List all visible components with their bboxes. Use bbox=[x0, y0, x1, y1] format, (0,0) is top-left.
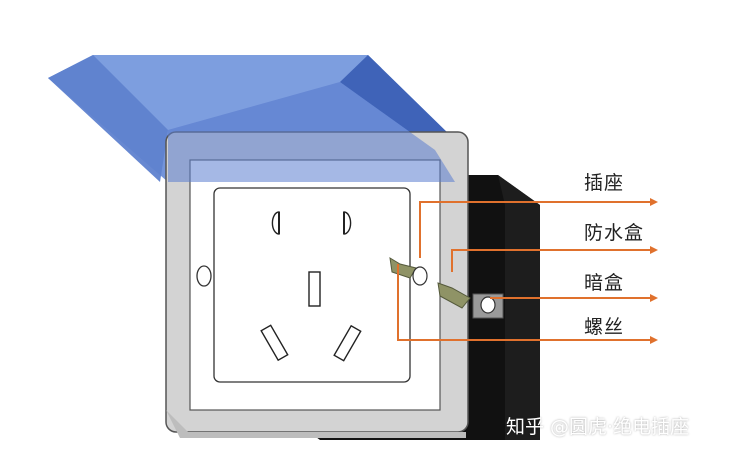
cover-lid-overlay bbox=[168, 82, 455, 182]
leader-lines bbox=[397, 198, 658, 344]
label-screw: 螺丝 bbox=[584, 316, 625, 338]
label-socket: 插座 bbox=[584, 172, 625, 194]
label-waterproof-box: 防水盒 bbox=[584, 222, 645, 244]
watermark: 知乎 @圆虎·绝电插座 bbox=[506, 416, 690, 438]
socket-faceplate bbox=[213, 187, 411, 383]
label-concealed-box: 暗盒 bbox=[584, 272, 625, 294]
